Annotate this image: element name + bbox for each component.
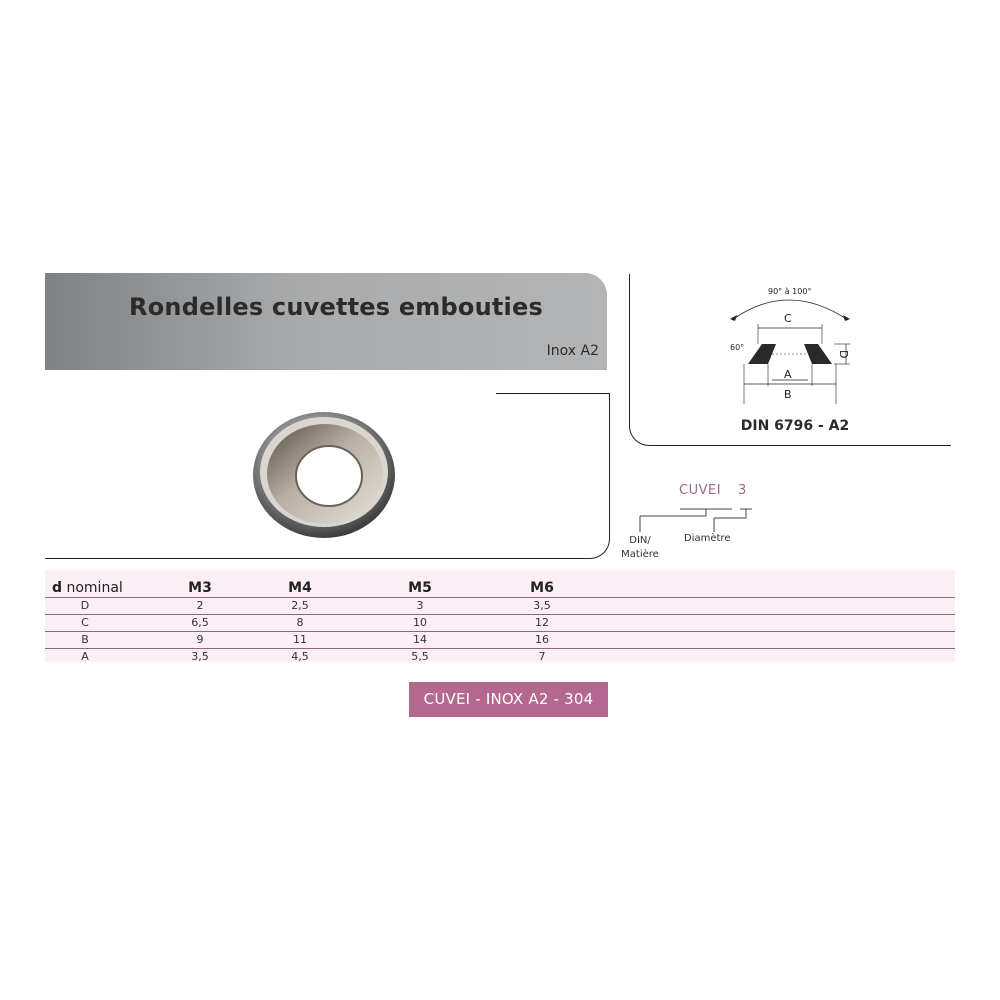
code-prefix: CUVEI xyxy=(679,483,722,498)
countersink-angle-label: 60° xyxy=(730,343,744,352)
table-cell: 5,5 xyxy=(411,650,429,663)
table-row: D 2 2,5 3 3,5 xyxy=(45,598,955,615)
table-row: B 9 11 14 16 xyxy=(45,632,955,649)
table-cell: 7 xyxy=(538,650,546,663)
row-label: B xyxy=(81,633,89,646)
table-cell: 8 xyxy=(296,616,304,629)
table-header-row: d nominal M3 M4 M5 M6 xyxy=(45,578,955,598)
col-header: M5 xyxy=(408,580,432,596)
table-row: C 6,5 8 10 12 xyxy=(45,615,955,632)
col-header: M4 xyxy=(288,580,312,596)
diagram-frame xyxy=(629,274,951,446)
table-cell: 2 xyxy=(196,599,204,612)
code-label-din: DIN/ Matière xyxy=(621,535,659,560)
page-title: Rondelles cuvettes embouties xyxy=(129,293,543,321)
header-d-nominal: d nominal xyxy=(52,580,123,596)
row-label: C xyxy=(81,616,89,629)
header-band: Rondelles cuvettes embouties Inox A2 xyxy=(45,273,607,370)
row-label: A xyxy=(81,650,89,663)
angle-label: 90° à 100° xyxy=(768,287,811,296)
arc-arrow-left xyxy=(730,315,737,321)
table-cell: 2,5 xyxy=(291,599,309,612)
technical-drawing: 90° à 100° C 60° A B D xyxy=(730,287,850,404)
arc-arrow-right xyxy=(843,315,850,321)
washer-photo xyxy=(253,412,395,538)
photo-frame-top-line xyxy=(496,393,610,394)
washer-hole xyxy=(295,445,363,507)
col-header: M3 xyxy=(188,580,212,596)
table-cell: 11 xyxy=(293,633,307,646)
table-cell: 4,5 xyxy=(291,650,309,663)
col-header: M6 xyxy=(530,580,554,596)
dim-a-label: A xyxy=(784,368,792,381)
table-row: A 3,5 4,5 5,5 7 xyxy=(45,649,955,666)
dim-b-label: B xyxy=(784,388,792,401)
table-cell: 3 xyxy=(416,599,424,612)
row-label: D xyxy=(80,599,90,612)
table-cell: 10 xyxy=(413,616,427,629)
table-cell: 3,5 xyxy=(533,599,551,612)
product-reference-badge: CUVEI - INOX A2 - 304 xyxy=(409,682,608,717)
dim-d-label: D xyxy=(837,350,850,358)
table-cell: 16 xyxy=(535,633,549,646)
spec-table: d nominal M3 M4 M5 M6 D 2 2,5 3 3,5 C 6,… xyxy=(45,570,955,663)
table-cell: 12 xyxy=(535,616,549,629)
washer-right-section xyxy=(804,344,832,364)
table-cell: 14 xyxy=(413,633,427,646)
material-subtitle: Inox A2 xyxy=(546,343,599,359)
table-cell: 3,5 xyxy=(191,650,209,663)
washer-left-section xyxy=(748,344,776,364)
table-cell: 9 xyxy=(196,633,204,646)
code-bracket-lines xyxy=(639,508,752,532)
photo-frame xyxy=(45,393,610,559)
table-cell: 6,5 xyxy=(191,616,209,629)
dim-c-label: C xyxy=(784,312,792,325)
code-size: 3 xyxy=(738,483,747,498)
angle-arc xyxy=(731,299,849,321)
din-standard-label: DIN 6796 - A2 xyxy=(740,418,850,434)
code-label-diameter: Diamètre xyxy=(684,533,731,544)
